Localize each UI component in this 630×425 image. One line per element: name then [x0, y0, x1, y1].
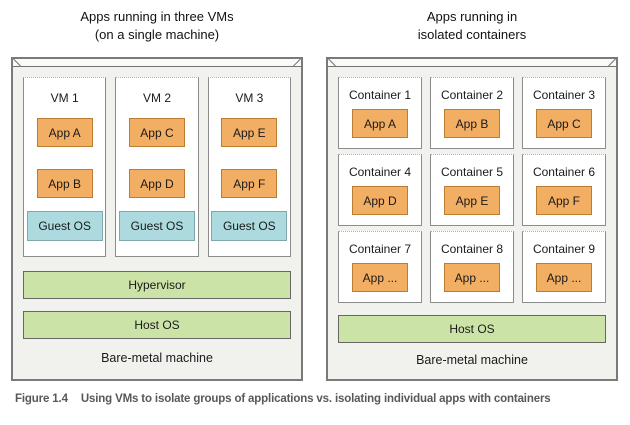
container-box-6: Container 6 App F [522, 154, 606, 226]
container-name: Container 4 [348, 165, 412, 179]
app-box: App B [36, 169, 93, 198]
container-box-7: Container 7 App ... [338, 231, 422, 303]
container-box-9: Container 9 App ... [522, 231, 606, 303]
vm-row: VM 1 App A App B Guest OS VM 2 App C App… [23, 77, 291, 257]
app-box: App ... [444, 263, 500, 292]
container-machine-box: Container 1 App A Container 2 App B Cont… [326, 57, 618, 381]
figure-caption: Figure 1.4 Using VMs to isolate groups of… [15, 393, 623, 405]
left-title-line2: (on a single machine) [94, 26, 220, 42]
container-box-3: Container 3 App C [522, 77, 606, 149]
left-title-line1: Apps running in three VMs [80, 9, 234, 24]
vm-name: VM 1 [50, 91, 79, 105]
container-machine-content: Container 1 App A Container 2 App B Cont… [328, 67, 616, 379]
machine-3d-top [328, 59, 616, 67]
machine-3d-top [13, 59, 301, 67]
right-title-line2: isolated containers [417, 26, 527, 42]
app-box: App C [536, 109, 592, 138]
app-box: App E [444, 186, 500, 215]
app-box: App F [536, 186, 592, 215]
container-name: Container 8 [440, 242, 504, 256]
right-title-line1: Apps running in [426, 9, 518, 24]
bare-metal-label: Bare-metal machine [416, 353, 528, 367]
vm-box-3: VM 3 App E App F Guest OS [207, 77, 291, 257]
guest-os-box: Guest OS [26, 211, 103, 241]
guest-os-box: Guest OS [118, 211, 195, 241]
app-box: App E [221, 118, 278, 147]
container-name: Container 3 [532, 88, 596, 102]
app-box: App F [221, 169, 278, 198]
container-box-1: Container 1 App A [338, 77, 422, 149]
container-name: Container 6 [532, 165, 596, 179]
container-grid: Container 1 App A Container 2 App B Cont… [338, 77, 606, 303]
app-box: App ... [352, 263, 408, 292]
container-name: Container 9 [532, 242, 596, 256]
app-box: App B [444, 109, 500, 138]
container-box-5: Container 5 App E [430, 154, 514, 226]
container-box-4: Container 4 App D [338, 154, 422, 226]
vm-box-1: VM 1 App A App B Guest OS [23, 77, 107, 257]
figure-number: Figure 1.4 [15, 393, 68, 405]
figure-caption-text: Using VMs to isolate groups of applicati… [80, 393, 551, 405]
vm-name: VM 3 [235, 91, 264, 105]
vm-machine-content: VM 1 App A App B Guest OS VM 2 App C App… [13, 67, 301, 379]
container-name: Container 1 [348, 88, 412, 102]
guest-os-box: Guest OS [211, 211, 288, 241]
left-panel-title: Apps running in three VMs (on a single m… [11, 8, 303, 43]
container-box-8: Container 8 App ... [430, 231, 514, 303]
host-os-bar: Host OS [23, 311, 291, 339]
container-box-2: Container 2 App B [430, 77, 514, 149]
app-box: App D [128, 169, 185, 198]
container-name: Container 5 [440, 165, 504, 179]
bare-metal-label: Bare-metal machine [101, 351, 213, 365]
container-name: Container 7 [348, 242, 412, 256]
app-box: App A [352, 109, 408, 138]
app-box: App ... [536, 263, 592, 292]
hypervisor-bar: Hypervisor [23, 271, 291, 299]
host-os-bar: Host OS [338, 315, 606, 343]
app-box: App C [128, 118, 185, 147]
vm-machine-box: VM 1 App A App B Guest OS VM 2 App C App… [11, 57, 303, 381]
app-box: App A [36, 118, 93, 147]
right-panel-title: Apps running in isolated containers [326, 8, 618, 43]
app-box: App D [352, 186, 408, 215]
container-name: Container 2 [440, 88, 504, 102]
vm-box-2: VM 2 App C App D Guest OS [115, 77, 199, 257]
vm-name: VM 2 [142, 91, 171, 105]
